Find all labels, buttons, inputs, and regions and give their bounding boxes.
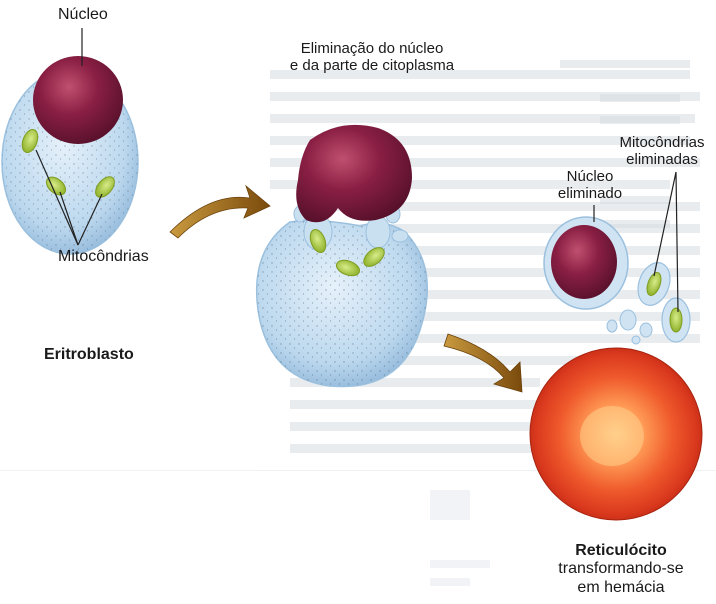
- label-transformando-line2: em hemácia: [546, 579, 696, 597]
- label-eliminacao: Eliminação do núcleo e da parte de citop…: [272, 40, 472, 75]
- label-eliminacao-line1: Eliminação do núcleo: [272, 40, 472, 57]
- eliminated-mitochondrion-2: [662, 298, 690, 342]
- label-eliminacao-line2: e da parte de citoplasma: [272, 57, 472, 74]
- label-mitocondrias-eliminadas-line1: Mitocôndrias: [612, 134, 712, 151]
- label-mitocondrias-eliminadas: Mitocôndrias eliminadas: [612, 134, 712, 169]
- erythroblast-cell: [2, 56, 138, 254]
- enucleating-nucleus: [296, 125, 412, 222]
- label-mitocondrias-eliminadas-line2: eliminadas: [612, 151, 712, 168]
- label-nucleo: Núcleo: [58, 6, 108, 24]
- label-transformando-line1: transformando-se: [546, 560, 696, 578]
- label-reticulocito: Reticulócito transformando-se em hemácia: [546, 542, 696, 597]
- label-nucleo-eliminado-line1: Núcleo: [548, 168, 632, 185]
- reticulocyte-cell: [530, 348, 702, 520]
- erythroblast-nucleus: [33, 56, 123, 144]
- label-mitocondrias: Mitocôndrias: [58, 248, 149, 266]
- label-eritroblasto: Eritroblasto: [44, 346, 134, 364]
- label-nucleo-eliminado-line2: eliminado: [548, 185, 632, 202]
- label-nucleo-eliminado: Núcleo eliminado: [548, 168, 632, 203]
- eliminated-nucleus: [544, 217, 628, 309]
- label-reticulocito-title: Reticulócito: [546, 542, 696, 560]
- arrow-1: [170, 186, 270, 238]
